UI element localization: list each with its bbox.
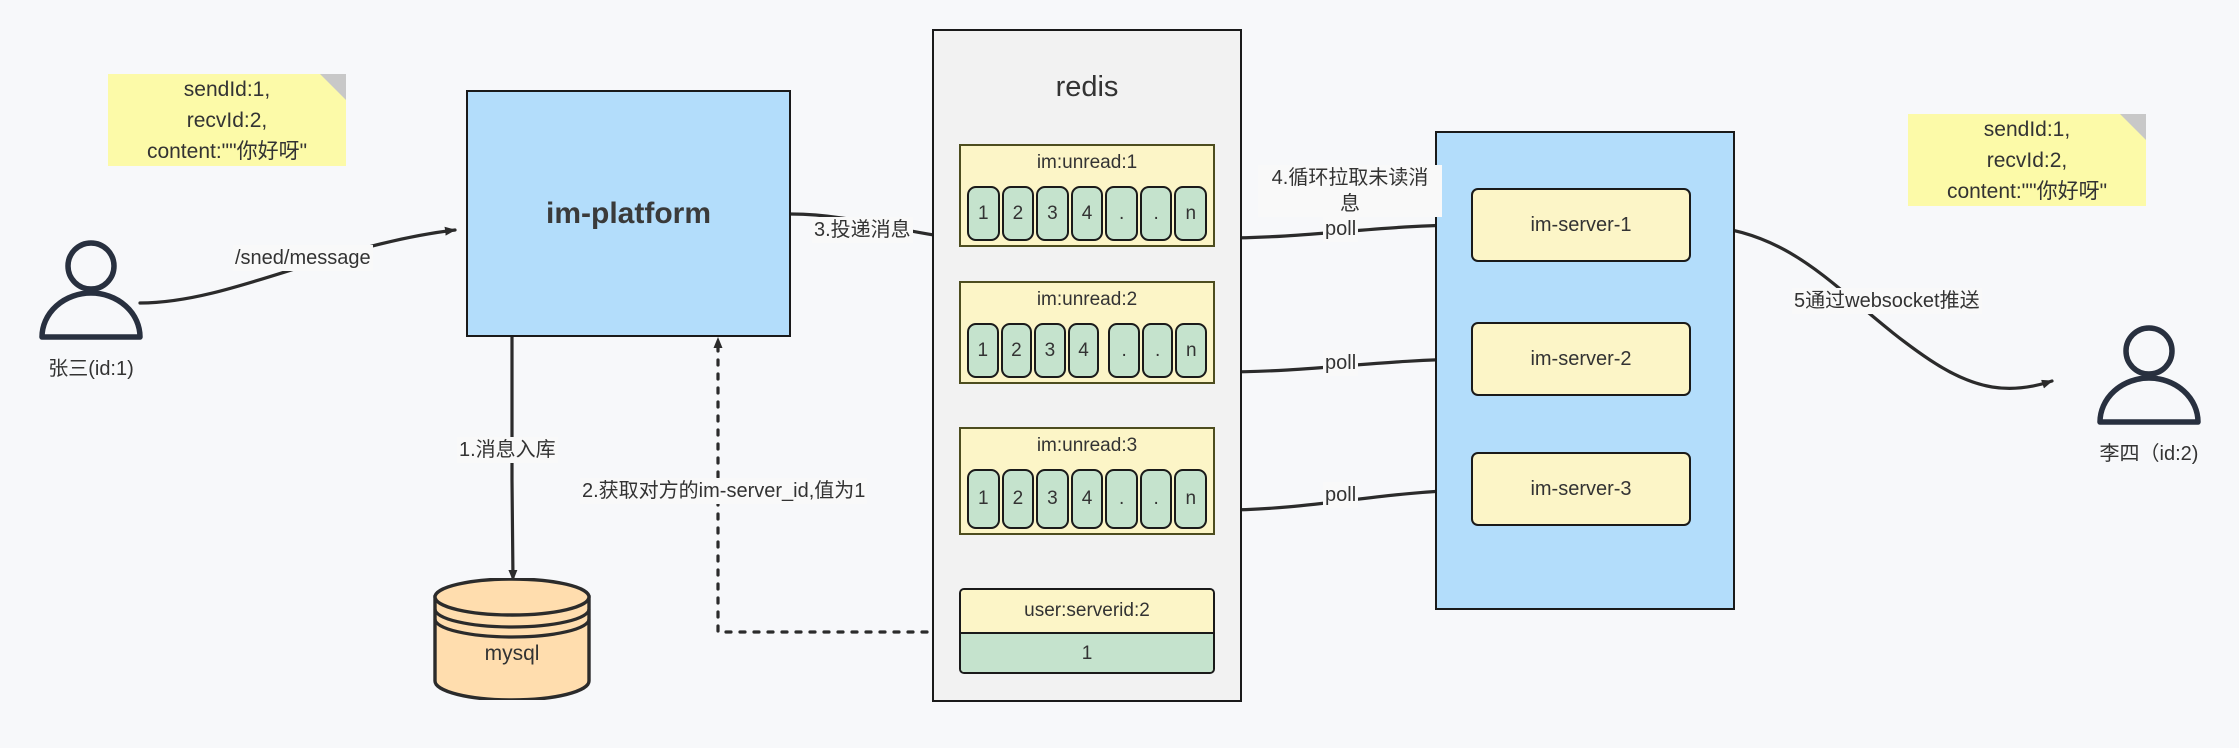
queue-cell: 1 [967, 323, 999, 378]
redis-title: redis [1055, 71, 1119, 103]
redis-kv-user-serverid[interactable]: user:serverid:2 1 [959, 588, 1215, 674]
redis-kv-key: user:serverid:2 [961, 590, 1213, 634]
queue-cell: . [1105, 186, 1138, 241]
note-right-message: sendId:1, recvId:2, content:""你好呀" [1908, 114, 2146, 206]
queue-cell: n [1174, 186, 1208, 241]
queue-cell: 3 [1036, 186, 1069, 241]
redis-queue-3-key: im:unread:3 [1036, 435, 1138, 456]
queue-cell: . [1105, 469, 1138, 529]
redis-queue-2-cells: 1 2 3 4 . . n [967, 323, 1208, 378]
queue-cell: 1 [967, 186, 1000, 241]
queue-cell: 3 [1034, 323, 1066, 378]
queue-cell: . [1139, 186, 1173, 241]
actor-receiver-label: 李四（id:2) [2099, 443, 2199, 465]
redis-kv-value: 1 [961, 634, 1213, 672]
mysql-database[interactable]: mysql [432, 577, 592, 702]
queue-cell: . [1141, 323, 1174, 378]
im-server-1-label: im-server-1 [1530, 213, 1632, 236]
queue-cell: 4 [1070, 186, 1104, 241]
redis-queue-2-key: im:unread:2 [1036, 289, 1138, 310]
queue-cell: . [1108, 323, 1140, 378]
actor-receiver: 李四（id:2) [2090, 325, 2208, 465]
im-server-3[interactable]: im-server-3 [1471, 452, 1691, 526]
im-platform-label: im-platform [546, 196, 711, 230]
im-platform-box[interactable]: im-platform [466, 90, 791, 337]
queue-cell: 4 [1067, 323, 1100, 378]
redis-queue-3-cells: 1 2 3 4 . . n [967, 469, 1208, 529]
note-left-message: sendId:1, recvId:2, content:""你好呀" [108, 74, 346, 166]
edge-label-step4: 4.循环拉取未读消 息 [1258, 165, 1442, 217]
redis-queue-2[interactable]: im:unread:2 1 2 3 4 . . n [959, 281, 1215, 384]
edge-label-step2: 2.获取对方的im-server_id,值为1 [580, 478, 868, 504]
edge-label-poll-1: poll [1323, 216, 1359, 242]
person-icon [2097, 325, 2201, 425]
queue-cell: 4 [1070, 469, 1104, 529]
actor-sender: 张三(id:1) [32, 240, 150, 380]
edge-label-step5: 5通过websocket推送 [1792, 288, 1982, 314]
im-server-2[interactable]: im-server-2 [1471, 322, 1691, 396]
note-right-text: sendId:1, recvId:2, content:""你好呀" [1946, 117, 2108, 203]
edge-label-step3: 3.投递消息 [812, 217, 913, 243]
im-server-2-label: im-server-2 [1530, 347, 1632, 370]
note-fold-icon [2120, 114, 2146, 140]
note-fold-icon [320, 74, 346, 100]
queue-cell: n [1175, 323, 1208, 378]
im-server-3-label: im-server-3 [1530, 477, 1632, 500]
im-server-1[interactable]: im-server-1 [1471, 188, 1691, 262]
queue-cell: 3 [1036, 469, 1069, 529]
cylinder-icon [433, 577, 591, 702]
queue-cell: n [1174, 469, 1208, 529]
redis-queue-3[interactable]: im:unread:3 1 2 3 4 . . n [959, 427, 1215, 535]
redis-queue-1[interactable]: im:unread:1 1 2 3 4 . . n [959, 144, 1215, 247]
redis-queue-1-key: im:unread:1 [1036, 152, 1138, 173]
edge-label-poll-2: poll [1323, 350, 1359, 376]
redis-queue-1-cells: 1 2 3 4 . . n [967, 186, 1208, 241]
queue-cell: 1 [967, 469, 1000, 529]
person-icon [39, 240, 143, 340]
mysql-label: mysql [484, 641, 540, 665]
note-left-text: sendId:1, recvId:2, content:""你好呀" [146, 77, 308, 163]
queue-cell: 2 [1001, 186, 1035, 241]
edge-label-send-message: /sned/message [233, 245, 373, 271]
edge-label-poll-3: poll [1323, 482, 1359, 508]
queue-cell: . [1139, 469, 1173, 529]
queue-cell: 2 [1001, 469, 1035, 529]
edge-label-step1: 1.消息入库 [457, 437, 558, 463]
queue-cell: 2 [1000, 323, 1033, 378]
actor-sender-label: 张三(id:1) [48, 358, 134, 380]
